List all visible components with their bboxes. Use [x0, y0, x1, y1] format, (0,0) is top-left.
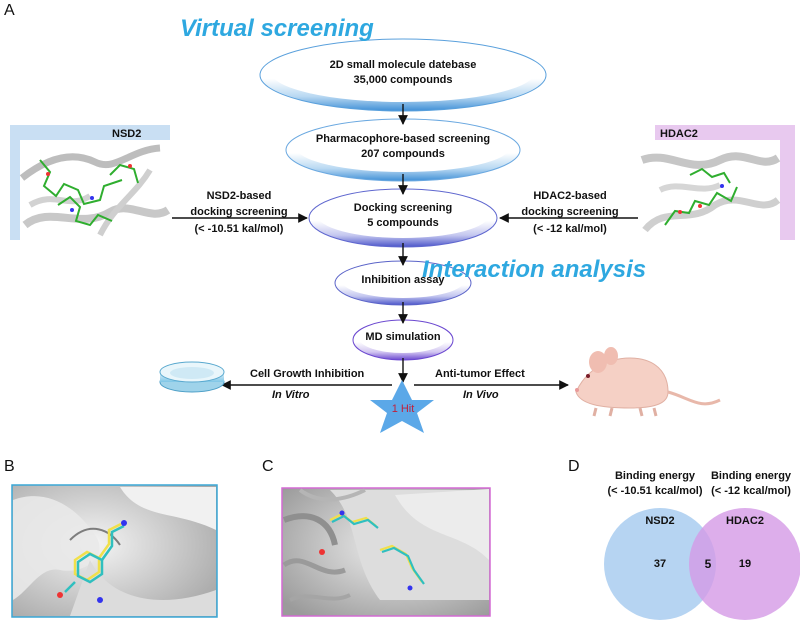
funnel-docking-line2: 5 compounds: [367, 217, 439, 229]
venn-right-header: Binding energy (< -12 kcal/mol): [704, 469, 798, 499]
panel-label-c: C: [262, 458, 274, 475]
funnel-pharmacophore-line2: 207 compounds: [361, 148, 445, 160]
funnel-stage-md-face: [359, 323, 447, 353]
hdac2-cutoff: (< -12 kal/mol): [533, 223, 607, 235]
venn-right-header-line2: (< -12 kcal/mol): [711, 485, 791, 497]
venn-circle-hdac2: [689, 508, 800, 620]
title-virtual-screening: Virtual screening: [180, 15, 374, 42]
hit-star-icon: [370, 380, 434, 433]
venn-overlap-count: 5: [704, 557, 712, 571]
funnel-inhibition-text: Inhibition assay: [361, 274, 445, 286]
invitro-sub: In Vitro: [272, 389, 310, 401]
nsd2-cutoff: (< -10.51 kal/mol): [194, 223, 284, 235]
nsd2-method-label: NSD2-based docking screening: [175, 188, 303, 220]
invivo-label: Anti-tumor Effect: [435, 368, 525, 380]
invivo-sub: In Vivo: [463, 389, 499, 401]
funnel-docking-line1: Docking screening: [353, 202, 453, 214]
panel-c-image: [281, 487, 491, 617]
nsd2-title: NSD2: [112, 128, 142, 140]
panel-c-ligand: [319, 510, 425, 591]
funnel-database-text: 2D small molecule datebase 35,000 compou…: [283, 58, 523, 88]
hdac2-panel: [640, 125, 795, 240]
funnel-database-line1: 2D small molecule datebase: [329, 59, 477, 71]
title-interaction-analysis: Interaction analysis: [422, 256, 647, 283]
funnel-stage-pharmacophore-face: [296, 122, 510, 172]
hdac2-method-line2: docking screening: [521, 206, 619, 218]
hdac2-method-line1: HDAC2-based: [533, 190, 607, 202]
venn-left-header-line1: Binding energy: [614, 470, 696, 482]
funnel-pharmacophore-line1: Pharmacophore-based screening: [315, 133, 491, 145]
funnel-stage-inhibition-face: [342, 264, 464, 298]
nsd2-structure-image: [19, 144, 171, 237]
venn-left-name: NSD2: [645, 515, 675, 527]
hit-label: 1 Hit: [391, 403, 415, 415]
mouse-icon: [575, 347, 721, 417]
panel-b-ligand: [57, 520, 127, 603]
hdac2-method-label: HDAC2-based docking screening: [505, 188, 635, 220]
panel-label-a: A: [4, 2, 15, 19]
nsd2-method-line1: NSD2-based: [206, 190, 272, 202]
funnel-md-text: MD simulation: [365, 331, 441, 343]
funnel: [259, 38, 547, 361]
funnel-pharmacophore-text: Pharmacophore-based screening 207 compou…: [293, 132, 513, 162]
petri-dish-icon: [159, 361, 225, 393]
invitro-label: Cell Growth Inhibition: [250, 368, 365, 380]
venn-right-name: HDAC2: [726, 515, 764, 527]
hdac2-structure-image: [640, 152, 781, 233]
funnel-stage-docking-face: [317, 192, 489, 238]
hdac2-title: HDAC2: [660, 128, 698, 140]
funnel-database-line2: 35,000 compounds: [353, 74, 453, 86]
venn-right-only-count: 19: [738, 558, 752, 570]
venn-right-header-line1: Binding energy: [710, 470, 792, 482]
funnel-docking-text: Docking screening 5 compounds: [323, 201, 483, 231]
venn-left-header: Binding energy (< -10.51 kcal/mol): [600, 469, 710, 499]
venn-diagram: [604, 508, 800, 620]
venn-left-header-line2: (< -10.51 kcal/mol): [607, 485, 703, 497]
nsd2-panel: [10, 125, 171, 240]
panel-label-d: D: [568, 458, 580, 475]
funnel-stage-database-face: [271, 42, 535, 102]
panel-label-b: B: [4, 458, 15, 475]
panel-b-image: [11, 484, 218, 618]
nsd2-method-line2: docking screening: [190, 206, 288, 218]
venn-circle-nsd2: [604, 508, 716, 620]
venn-left-only-count: 37: [653, 558, 667, 570]
